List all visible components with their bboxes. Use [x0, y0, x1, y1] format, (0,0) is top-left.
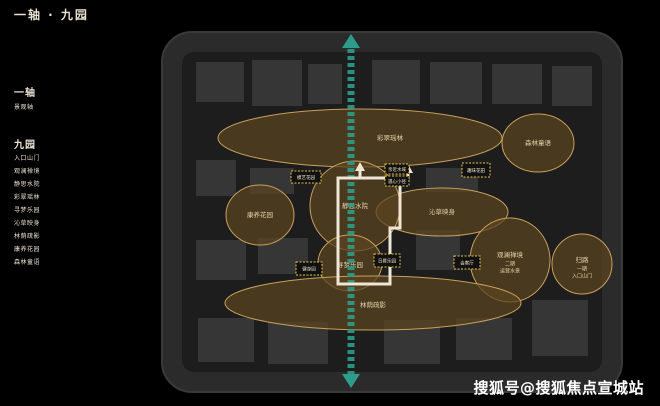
building	[416, 230, 460, 270]
axis-arrow-top	[342, 34, 360, 48]
pavilion-p3	[384, 175, 410, 187]
zone-caicui	[217, 108, 503, 168]
legend-garden-item: 林荫疏影	[14, 233, 41, 240]
legend-garden-item: 森林童语	[14, 259, 41, 266]
building	[532, 300, 588, 356]
legend-garden-item: 彩翠瑶林	[14, 194, 41, 201]
legend-garden-item: 观澜禅境	[14, 168, 41, 175]
legend-gardens-heading: 九园	[14, 140, 36, 151]
zone-label-guanlan: 观澜禅境	[497, 250, 524, 259]
zone-label-qincao: 沁草映身	[429, 207, 456, 216]
pavilion-label-p5: 健身园	[302, 266, 316, 273]
zone-kangyang	[225, 184, 295, 246]
pavilion-label-p7: 会客厅	[460, 260, 474, 267]
building	[196, 240, 246, 280]
legend-axis-item: 景观轴	[14, 104, 34, 111]
zone-label-kangyang: 康养花园	[247, 210, 273, 219]
path-arrow	[355, 162, 365, 171]
legend-garden-item: 静思水院	[14, 181, 41, 188]
pavilion-label-p4: 趣味花田	[467, 167, 485, 174]
zone-label-xunmeng: 寻梦乐园	[337, 260, 363, 269]
building	[430, 62, 482, 104]
zone-label-linyin: 林荫疏影	[360, 300, 387, 309]
zone-linyin	[224, 275, 522, 331]
building	[372, 60, 420, 104]
pavilion-label-p6: 日晷乐园	[378, 258, 396, 265]
building	[492, 64, 542, 104]
axis-arrow-bottom	[342, 374, 360, 388]
zone-label-senlin: 森林童语	[525, 138, 552, 147]
legend-garden-item: 康养花园	[14, 246, 41, 253]
legend-garden-item: 沁草映身	[14, 220, 41, 227]
zone-sublabel-rukou: 一期	[577, 267, 587, 273]
walking-path	[336, 176, 402, 286]
pavilion-p5	[295, 261, 323, 276]
zone-senlin	[501, 113, 575, 173]
zone-sublabel-rukou: 入口山门	[572, 273, 592, 280]
legend-axis: 一轴 景观轴	[14, 84, 36, 114]
zone-rukou	[551, 233, 613, 295]
pavilion-label-p2: 亲近水域	[388, 166, 406, 173]
pavilion-label-p3: 遇心小径	[388, 178, 406, 185]
pavilion-p1	[290, 170, 322, 184]
watermark: 搜狐号@搜狐焦点宣城站	[473, 379, 644, 397]
building	[268, 322, 328, 364]
zone-label-rukou: 归路	[576, 255, 590, 264]
pavilion-p6	[373, 253, 401, 268]
building	[196, 62, 244, 102]
building	[252, 60, 302, 106]
zone-label-jingsi: 静思水院	[342, 201, 369, 210]
buildings	[196, 60, 592, 364]
building	[552, 66, 592, 106]
building	[196, 160, 236, 196]
pavilion-p2	[384, 163, 410, 175]
legend-axis-heading: 一轴	[14, 88, 36, 99]
zone-sublabel-guanlan: 二期	[505, 262, 515, 268]
pavilion-p4	[461, 162, 491, 178]
building	[308, 64, 342, 104]
legend-garden-item: 入口山门	[14, 155, 41, 162]
zone-sublabel-guanlan: 运营水景	[500, 268, 520, 275]
building	[198, 318, 254, 362]
pavilion-label-p1: 模艺花园	[297, 174, 315, 181]
legend-garden-item: 寻梦乐园	[14, 207, 41, 214]
pavilion-p7	[453, 255, 481, 270]
page-title: 一轴 · 九园	[14, 8, 89, 22]
zone-label-caicui: 彩翠瑶林	[377, 133, 404, 142]
building	[456, 318, 512, 360]
legend-gardens: 九园 入口山门 观澜禅境 静思水院 彩翠瑶林 寻梦乐园 沁草映身 林荫疏影 康养…	[14, 136, 40, 269]
